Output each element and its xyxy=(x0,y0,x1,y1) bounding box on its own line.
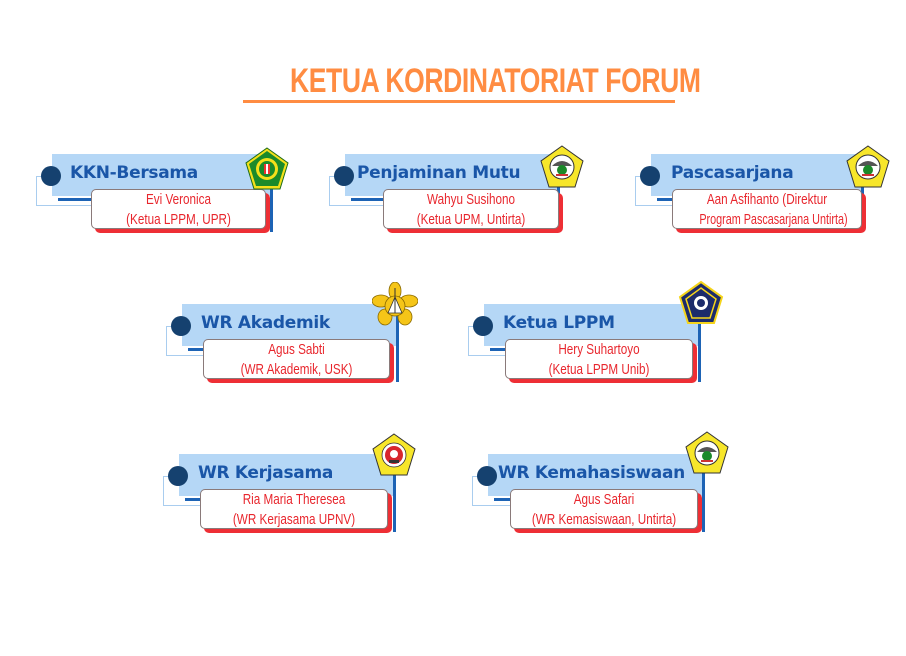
card-heading: WR Akademik xyxy=(201,313,330,333)
card-kkn-bersama: KKN-Bersama Evi Veronica (Ketua LPPM, UP… xyxy=(36,147,289,244)
unib-university-logo xyxy=(678,280,724,326)
person-role: (WR Kemasiswaan, Untirta) xyxy=(531,511,677,528)
bullet-dot xyxy=(334,166,354,186)
card-pascasarjana: Pascasarjana Aan Asfihanto (Direktur Pro… xyxy=(635,145,890,244)
bullet-dot xyxy=(171,316,191,336)
card-heading: Ketua LPPM xyxy=(503,313,615,333)
person-name: Agus Sabti xyxy=(268,341,325,358)
person-name: Evi Veronica xyxy=(145,191,212,208)
untirta-university-logo xyxy=(539,144,585,190)
card-heading: KKN-Bersama xyxy=(70,163,198,183)
person-box: Hery Suhartoyo (Ketua LPPM Unib) xyxy=(505,339,693,379)
person-box: Agus Sabti (WR Akademik, USK) xyxy=(203,339,390,379)
person-name: Aan Asfihanto (Direktur xyxy=(706,191,828,208)
card-ketua-lppm: Ketua LPPM Hery Suhartoyo (Ketua LPPM Un… xyxy=(468,280,724,394)
card-heading: Pascasarjana xyxy=(671,163,794,183)
card-heading: WR Kemahasiswaan xyxy=(498,463,685,483)
card-penjaminan-mutu: Penjaminan Mutu Wahyu Susihono (Ketua UP… xyxy=(329,145,584,244)
upr-university-logo xyxy=(244,146,290,192)
person-box: Ria Maria Theresea (WR Kerjasama UPNV) xyxy=(200,489,388,529)
card-wr-akademik: WR Akademik Agus Sabti (WR Akademik, USK… xyxy=(166,281,419,394)
header-underline xyxy=(58,198,118,201)
person-role: Program Pascasarjana Untirta) xyxy=(699,211,848,228)
bullet-dot xyxy=(640,166,660,186)
card-heading: Penjaminan Mutu xyxy=(357,163,521,183)
person-role: (WR Akademik, USK) xyxy=(240,361,353,378)
title-underline xyxy=(243,100,675,103)
person-box: Agus Safari (WR Kemasiswaan, Untirta) xyxy=(510,489,698,529)
upnv-university-logo xyxy=(371,432,417,478)
header-underline xyxy=(351,198,411,201)
bullet-dot xyxy=(477,466,497,486)
person-box: Aan Asfihanto (Direktur Program Pascasar… xyxy=(672,189,862,229)
untirta-university-logo xyxy=(684,430,730,476)
card-heading: WR Kerjasama xyxy=(198,463,334,483)
card-wr-kerjasama: WR Kerjasama Ria Maria Theresea (WR Kerj… xyxy=(163,433,416,544)
person-name: Hery Suhartoyo xyxy=(558,341,640,358)
bullet-dot xyxy=(168,466,188,486)
person-name: Agus Safari xyxy=(573,491,635,508)
person-role: (Ketua LPPM Unib) xyxy=(548,361,650,378)
person-role: (Ketua UPM, Untirta) xyxy=(416,211,526,228)
person-box: Evi Veronica (Ketua LPPM, UPR) xyxy=(91,189,266,229)
page-title: KETUA KORDINATORIAT FORUM xyxy=(289,62,701,100)
usk-university-logo xyxy=(371,281,419,328)
person-role: (Ketua LPPM, UPR) xyxy=(126,211,231,228)
untirta-university-logo xyxy=(845,144,891,190)
bullet-dot xyxy=(473,316,493,336)
person-name: Ria Maria Theresea xyxy=(242,491,346,508)
person-box: Wahyu Susihono (Ketua UPM, Untirta) xyxy=(383,189,559,229)
card-wr-kemahasiswaan: WR Kemahasiswaan Agus Safari (WR Kemasis… xyxy=(472,431,729,544)
person-role: (WR Kerjasama UPNV) xyxy=(232,511,356,528)
bullet-dot xyxy=(41,166,61,186)
person-name: Wahyu Susihono xyxy=(426,191,516,208)
